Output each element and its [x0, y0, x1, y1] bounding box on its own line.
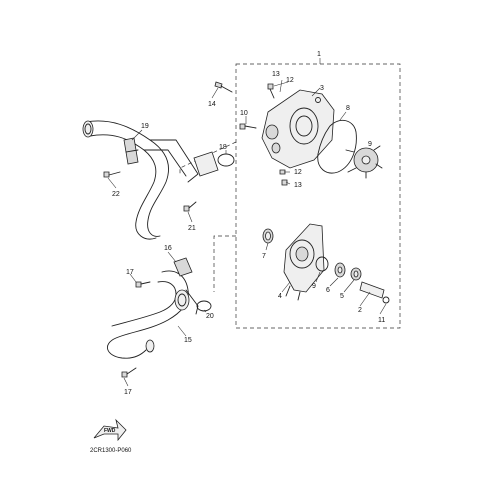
label-12-mid: 12 [294, 169, 302, 176]
label-18: 18 [219, 144, 227, 151]
label-14: 14 [208, 101, 216, 108]
part-labels: 1 13 12 3 14 8 10 19 18 9 12 13 22 21 7 … [112, 51, 385, 396]
label-4: 4 [278, 293, 282, 300]
seals-bearings-shaft [262, 228, 390, 304]
label-13-mid: 13 [294, 182, 302, 189]
diagram-code: 2CR1300-P060 [90, 448, 132, 454]
label-22: 22 [112, 191, 120, 198]
o-rings-pipe [193, 151, 235, 312]
forward-arrow-icon: FWD [93, 418, 127, 442]
label-10: 10 [240, 110, 248, 117]
label-2: 2 [358, 307, 362, 314]
label-16: 16 [164, 245, 172, 252]
label-9: 9 [368, 141, 372, 148]
label-6: 6 [326, 287, 330, 294]
label-3: 3 [320, 85, 324, 92]
label-12-top: 12 [286, 77, 294, 84]
label-11: 11 [378, 317, 385, 324]
label-19: 19 [141, 123, 149, 130]
leader-lines [107, 79, 387, 387]
label-7: 7 [262, 253, 266, 260]
label-13-top: 13 [272, 71, 280, 78]
label-5: 5 [340, 293, 344, 300]
gasket [317, 119, 357, 174]
impeller [345, 145, 383, 179]
assembly-box [179, 58, 401, 329]
label-9-lower: 9 [312, 283, 316, 290]
pump-cover [261, 89, 335, 169]
upper-water-pipe [82, 120, 199, 240]
label-17-top: 17 [126, 269, 134, 276]
label-8: 8 [346, 105, 350, 112]
forward-arrow-label: FWD [104, 428, 116, 434]
pump-housing [283, 223, 325, 301]
label-21: 21 [188, 225, 196, 232]
label-15: 15 [184, 337, 192, 344]
bolts [103, 81, 288, 378]
lower-water-pipe [107, 257, 199, 359]
label-20: 20 [206, 313, 214, 320]
label-17-bottom: 17 [124, 389, 132, 396]
label-1: 1 [317, 51, 321, 58]
